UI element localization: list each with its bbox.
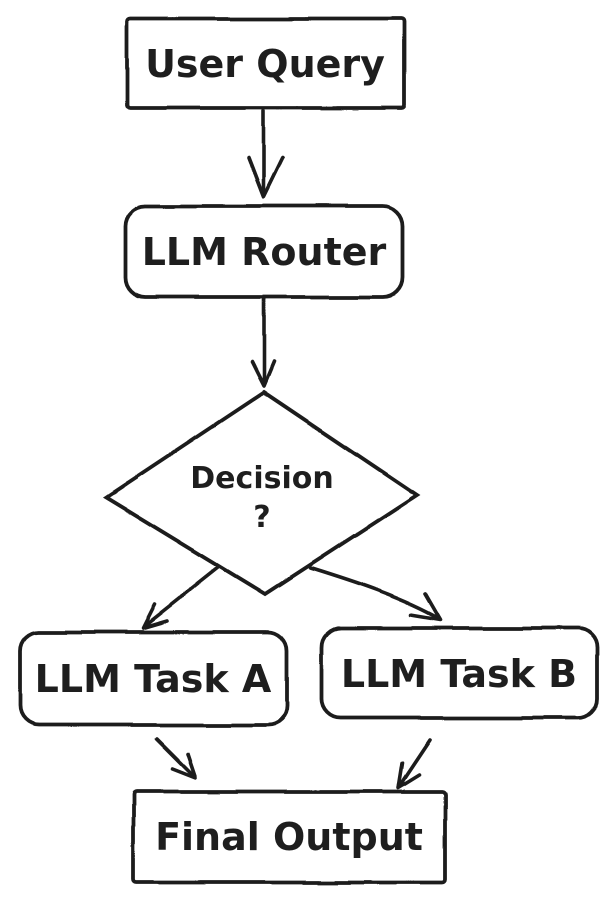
node-final-output-label: Final Output xyxy=(155,815,423,859)
edge-llm-task-a-to-final-output-arrowhead xyxy=(171,752,198,780)
node-user-query-label: User Query xyxy=(145,42,385,86)
edge-llm-router-to-decision-arrowhead xyxy=(250,360,276,388)
node-llm-router-label: LLM Router xyxy=(142,230,387,274)
edge-llm-task-b-to-final-output xyxy=(398,738,432,787)
edge-decision-to-llm-task-b xyxy=(308,566,442,621)
node-decision-label-line1: Decision xyxy=(190,461,333,496)
node-final-output-box xyxy=(131,790,447,884)
node-llm-task-b-label: LLM Task B xyxy=(341,652,577,696)
edge-llm-task-a-to-final-output xyxy=(155,737,195,777)
node-llm-task-a-box xyxy=(18,630,289,727)
edge-decision-to-llm-task-a-arrowhead xyxy=(141,602,169,630)
edge-user-query-to-llm-router-arrowhead xyxy=(246,156,284,199)
node-llm-router-box xyxy=(123,204,405,299)
node-decision-diamond xyxy=(102,389,421,597)
node-llm-task-b-box xyxy=(320,626,599,720)
node-user-query-box xyxy=(125,17,406,110)
edge-decision-to-llm-task-a xyxy=(144,565,221,627)
edge-llm-task-b-to-final-output-arrowhead xyxy=(396,761,421,790)
node-llm-task-a-label: LLM Task A xyxy=(35,657,272,701)
edge-decision-to-llm-task-b-arrowhead xyxy=(409,592,443,622)
node-decision-label-line2: ? xyxy=(253,500,270,535)
